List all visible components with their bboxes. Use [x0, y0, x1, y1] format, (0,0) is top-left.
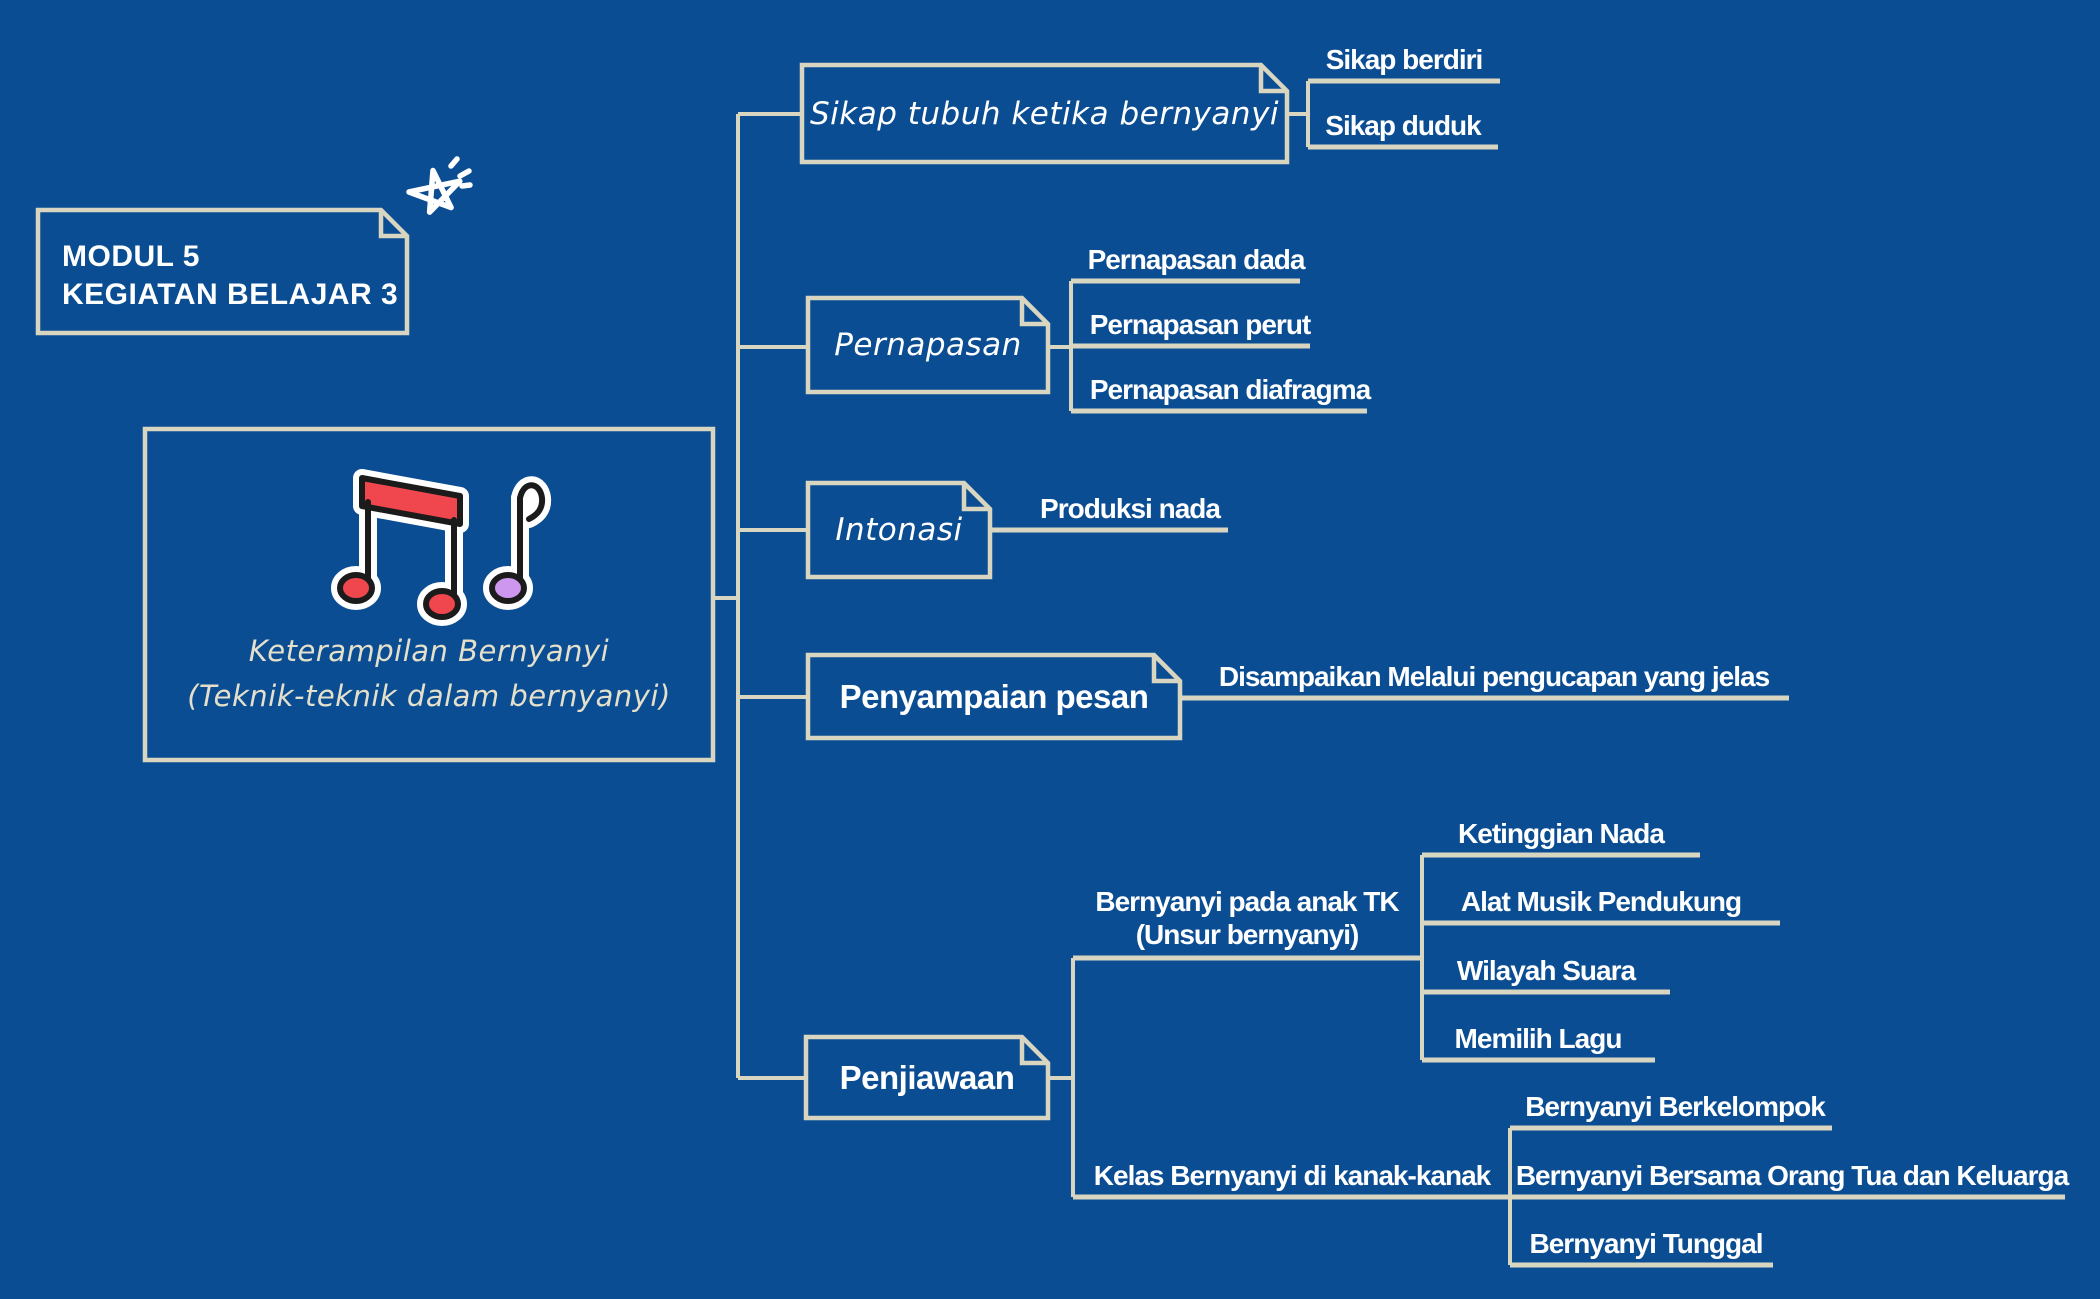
sparkle-star-icon	[406, 156, 473, 215]
leaf-sikap-berdiri[interactable]: Sikap berdiri	[1325, 44, 1484, 75]
leaf-memilih-lagu[interactable]: Memilih Lagu	[1454, 1023, 1623, 1054]
subbranch-kelas-bernyanyi[interactable]: Kelas Bernyanyi di kanak-kanak	[1093, 1160, 1491, 1191]
modul-subtitle: KEGIATAN BELAJAR 3	[62, 278, 399, 311]
leaf-produksi-nada[interactable]: Produksi nada	[1040, 493, 1221, 524]
root-subtitle: (Teknik-teknik dalam bernyanyi)	[187, 679, 671, 713]
branch-box-outline-sikap	[799, 62, 1290, 165]
branch-box-outline-intonasi	[805, 480, 993, 580]
branch-box-outline-penjiawaan	[803, 1034, 1051, 1121]
leaf-disampaikan[interactable]: Disampaikan Melalui pengucapan yang jela…	[1218, 661, 1770, 692]
subbranch-label-line1: Bernyanyi pada anak TK	[1095, 886, 1399, 917]
branch-box-penjiawaan[interactable]: Penjiawaan	[806, 1037, 1048, 1118]
root-box-outline	[142, 426, 716, 763]
branch-label: Intonasi	[835, 512, 963, 548]
branch-label: Penyampaian pesan	[839, 677, 1149, 715]
leaf-pernapasan-dada[interactable]: Pernapasan dada	[1087, 244, 1306, 275]
subbranch-bernyanyi-anak-tk[interactable]: Bernyanyi pada anak TK (Unsur bernyanyi)	[1095, 885, 1399, 951]
node-outlines	[35, 62, 1290, 1121]
leaf-wilayah-suara[interactable]: Wilayah Suara	[1456, 955, 1636, 986]
branch-box-outline-penyampaian	[805, 652, 1183, 741]
branch-box-intonasi[interactable]: Intonasi	[808, 483, 990, 577]
branch-label: Penjiawaan	[839, 1058, 1015, 1096]
root-title: Keterampilan Bernyanyi	[248, 634, 610, 668]
modul-box-outline	[35, 207, 410, 336]
leaf-pernapasan-perut[interactable]: Pernapasan perut	[1089, 309, 1312, 340]
branch-label: Sikap tubuh ketika bernyanyi	[809, 95, 1280, 132]
leaf-underlines	[990, 78, 2065, 1268]
modul-title: MODUL 5	[62, 240, 200, 273]
leaf-ketinggian-nada[interactable]: Ketinggian Nada	[1458, 818, 1665, 849]
modul-note-box[interactable]: MODUL 5 KEGIATAN BELAJAR 3	[38, 210, 407, 333]
leaf-bernyanyi-berkelompok[interactable]: Bernyanyi Berkelompok	[1525, 1091, 1826, 1122]
leaf-bernyanyi-bersama[interactable]: Bernyanyi Bersama Orang Tua dan Keluarga	[1515, 1160, 2069, 1191]
leaf-bernyanyi-tunggal[interactable]: Bernyanyi Tunggal	[1529, 1228, 1764, 1259]
branch-label: Pernapasan	[834, 327, 1022, 363]
subbranch-label-line2: (Unsur bernyanyi)	[1135, 919, 1360, 950]
music-notes-icon	[331, 469, 552, 626]
leaf-alat-musik-pendukung[interactable]: Alat Musik Pendukung	[1460, 886, 1742, 917]
branch-box-pernapasan[interactable]: Pernapasan	[808, 298, 1048, 392]
branch-box-penyampaian-pesan[interactable]: Penyampaian pesan	[808, 655, 1180, 738]
branch-box-sikap-tubuh[interactable]: Sikap tubuh ketika bernyanyi	[802, 65, 1287, 162]
leaf-sikap-duduk[interactable]: Sikap duduk	[1325, 110, 1481, 141]
leaf-pernapasan-diafragma[interactable]: Pernapasan diafragma	[1089, 374, 1371, 405]
branch-box-outline-pernapasan	[805, 295, 1051, 395]
